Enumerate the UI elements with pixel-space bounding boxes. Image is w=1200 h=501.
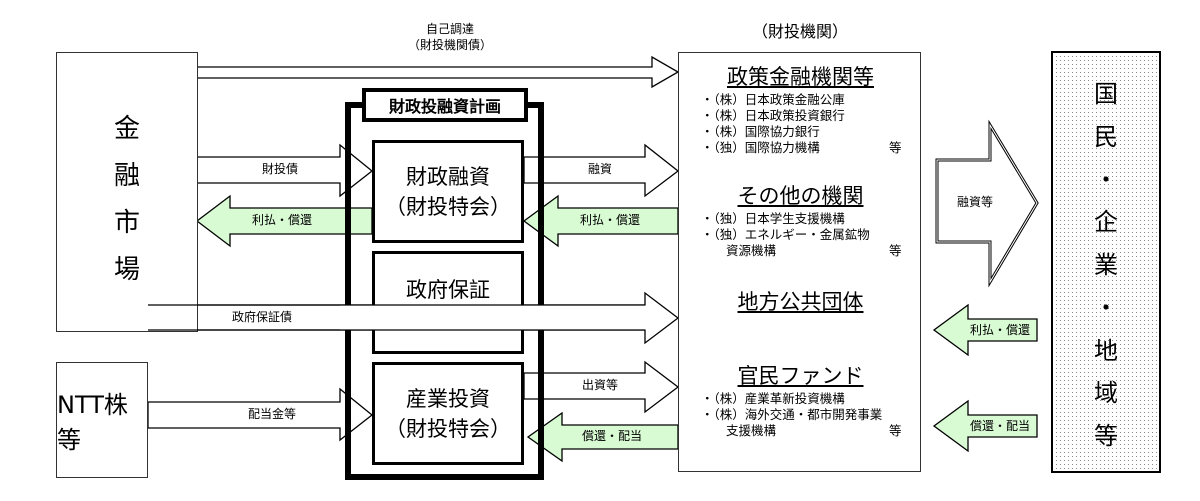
industrial-investment-sub: （財投特会） (385, 416, 511, 441)
agency-suffix: 等 (889, 423, 902, 438)
agency-entry: ・（独）日本学生支援機構 (701, 211, 845, 226)
agency-entry: 資源機構 (701, 243, 777, 258)
agencies-box: 政策金融機関等 ・（株）日本政策金融公庫 ・（株）日本政策投資銀行 ・（株）国際… (678, 52, 921, 472)
fiscal-loan-label: 財政融資 (406, 164, 490, 189)
label-repay-dividend-public: 償還・配当 (969, 419, 1030, 433)
filp-plan-title: 財政投融資計画 (388, 97, 501, 116)
agency-suffix: 等 (889, 243, 902, 258)
ntt-shares-label: NTT株等 (57, 391, 128, 454)
group-heading-policy-finance: 政策金融機関等 (727, 65, 874, 89)
gov-guarantee-box: 政府保証 (372, 251, 524, 354)
industrial-investment-label: 産業投資 (406, 386, 490, 411)
label-gov-bonds: 政府保証債 (231, 310, 292, 324)
group-heading-funds: 官民ファンド (737, 364, 864, 388)
arrow-repay-dividend-public (932, 399, 1038, 453)
agency-suffix: 等 (889, 140, 902, 155)
label-self-funding-2: （財投機関債） (407, 38, 492, 52)
agencies-caption: （財投機関） (751, 22, 848, 41)
label-repay-public: 利払・償還 (969, 323, 1030, 337)
financial-market-char: 市 (113, 208, 140, 238)
arrow-repay-dividend (526, 411, 679, 463)
public-char: 等 (1094, 422, 1118, 450)
gov-guarantee-label: 政府保証 (406, 278, 490, 302)
agency-entry: ・（株）日本政策金融公庫 (701, 92, 845, 107)
public-char: 地 (1094, 336, 1118, 365)
ntt-shares-box: NTT株等 (56, 362, 148, 478)
agency-entry: 支援機構 (701, 423, 777, 438)
label-investment: 出資等 (581, 378, 618, 392)
public-box: 国 民 ・ 企 業 ・ 地 域 等 (1052, 80, 1160, 450)
label-loan: 融資 (587, 162, 612, 176)
agency-entry: ・（株）海外交通・都市開発事業 (701, 407, 883, 422)
agency-entry: ・（株）産業革新投資機構 (701, 391, 845, 406)
industrial-investment-box: 産業投資 （財投特会） (372, 362, 524, 465)
public-char: ・ (1094, 293, 1118, 322)
public-char: 民 (1094, 122, 1118, 151)
agency-entry: ・（株）日本政策投資銀行 (701, 108, 845, 123)
financial-market-char: 金 (113, 114, 140, 144)
agency-entry: ・（株）国際協力銀行 (701, 124, 820, 139)
group-heading-other: その他の機関 (737, 184, 864, 208)
label-self-funding-1: 自己調達 (425, 22, 474, 36)
public-char: 国 (1094, 80, 1118, 108)
public-box-bg (1051, 51, 1161, 473)
group-heading-local-gov: 地方公共団体 (737, 290, 864, 314)
agency-entry: ・（独）国際協力機構 (701, 140, 820, 155)
financial-market-char: 場 (113, 255, 140, 285)
agency-entry: ・（独）エネルギー・金属鉱物 (701, 227, 870, 242)
arrow-investment (523, 360, 680, 414)
public-char: 業 (1094, 251, 1118, 279)
financial-market-char: 融 (113, 161, 140, 191)
arrow-dividends (147, 387, 374, 442)
arrow-repay-public (932, 303, 1038, 357)
arrow-self-funding (196, 55, 680, 89)
arrow-fiscal-bonds (196, 143, 374, 198)
arrow-loan (523, 143, 680, 198)
fiscal-loan-box: 財政融資 （財投特会） (372, 140, 524, 243)
label-repay-market: 利払・償還 (251, 213, 312, 227)
label-repay-agency: 利払・償還 (579, 213, 640, 227)
financial-market-box: 金 融 市 場 (56, 52, 198, 332)
label-lending-etc: 融資等 (956, 195, 993, 209)
filp-plan-title-box: 財政投融資計画 (362, 88, 528, 122)
public-char: 域 (1094, 379, 1118, 408)
fiscal-loan-sub: （財投特会） (385, 194, 511, 219)
label-repay-dividend: 償還・配当 (581, 429, 642, 443)
label-dividends: 配当金等 (247, 407, 296, 421)
public-char: ・ (1094, 165, 1118, 194)
label-fiscal-bonds: 財投債 (261, 162, 298, 176)
public-char: 企 (1094, 208, 1118, 237)
